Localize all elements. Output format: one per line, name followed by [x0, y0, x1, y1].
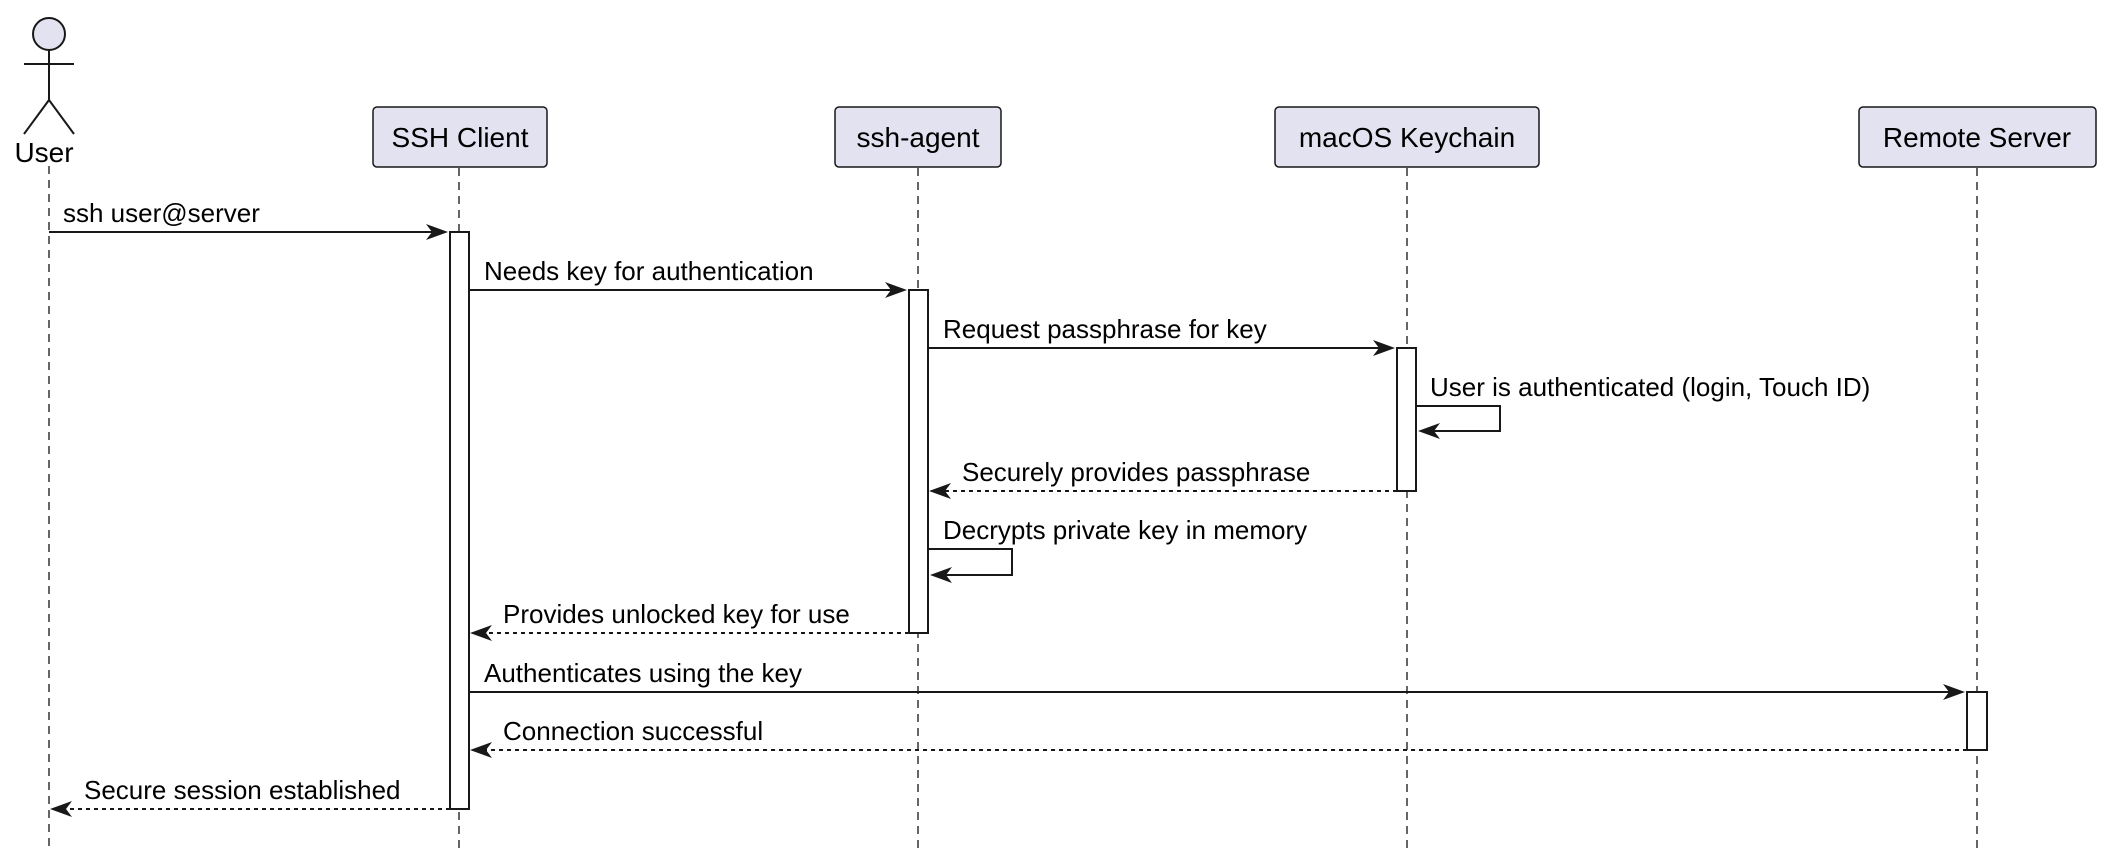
- message-label: Securely provides passphrase: [962, 457, 1310, 487]
- macos-keychain-activation: [1396, 347, 1417, 492]
- message-label: Connection successful: [503, 716, 763, 746]
- participant-macos-keychain: macOS Keychain: [1274, 106, 1540, 168]
- message-label: Request passphrase for key: [943, 314, 1267, 344]
- message-provides-passphrase: Securely provides passphrase: [929, 457, 1397, 499]
- participant-label: ssh-agent: [857, 122, 980, 153]
- message-connection-successful: Connection successful: [470, 716, 1967, 758]
- arrowhead: [470, 742, 492, 758]
- actor-head: [32, 17, 66, 51]
- message-label: ssh user@server: [63, 198, 260, 228]
- arrowhead: [1943, 684, 1965, 700]
- message-label: Decrypts private key in memory: [943, 515, 1307, 545]
- message-label: Provides unlocked key for use: [503, 599, 850, 629]
- message-label: User is authenticated (login, Touch ID): [1430, 372, 1870, 402]
- message-authenticates: Authenticates using the key: [469, 658, 1965, 700]
- arrowhead: [930, 567, 952, 583]
- arrowhead: [929, 483, 951, 499]
- arrowhead: [50, 801, 72, 817]
- remote-server-activation: [1966, 691, 1988, 751]
- arrowhead: [1418, 423, 1440, 439]
- message-label: Authenticates using the key: [484, 658, 802, 688]
- message-needs-key: Needs key for authentication: [469, 256, 907, 298]
- message-label: Needs key for authentication: [484, 256, 814, 286]
- message-decrypts-key: Decrypts private key in memory: [928, 515, 1307, 583]
- message-request-passphrase: Request passphrase for key: [928, 314, 1395, 356]
- user-actor: User: [14, 17, 75, 168]
- arrowhead: [426, 224, 448, 240]
- message-ssh-user-server: ssh user@server: [49, 198, 448, 240]
- ssh-client-activation: [449, 231, 470, 810]
- ssh-agent-activation: [908, 289, 929, 634]
- participant-label: Remote Server: [1883, 122, 2071, 153]
- message-provides-unlocked-key: Provides unlocked key for use: [470, 599, 909, 641]
- arrowhead: [885, 282, 907, 298]
- actor-label: User: [14, 137, 73, 168]
- participant-ssh-agent: ssh-agent: [834, 106, 1002, 168]
- participant-label: SSH Client: [392, 122, 529, 153]
- message-user-authenticated: User is authenticated (login, Touch ID): [1416, 372, 1870, 439]
- arrowhead: [1373, 340, 1395, 356]
- participant-label: macOS Keychain: [1299, 122, 1515, 153]
- message-label: Secure session established: [84, 775, 401, 805]
- participant-remote-server: Remote Server: [1858, 106, 2097, 168]
- participant-ssh-client: SSH Client: [372, 106, 548, 168]
- message-secure-session: Secure session established: [50, 775, 450, 817]
- arrowhead: [470, 625, 492, 641]
